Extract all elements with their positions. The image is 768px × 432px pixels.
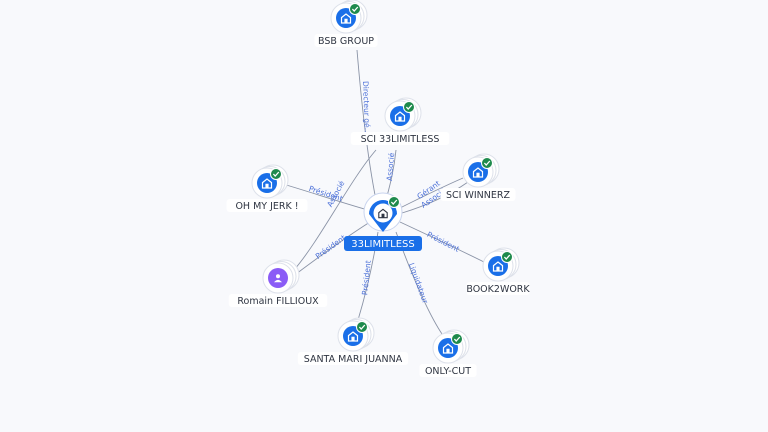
person-icon bbox=[274, 274, 282, 283]
nodes-layer: BSB GROUP SCI 33LIMITLESS OH MY JERK ! SCI … bbox=[226, 0, 530, 377]
verified-badge-icon bbox=[403, 101, 415, 113]
node-label: SANTA MARI JUANNA bbox=[304, 354, 403, 365]
node-label: OH MY JERK ! bbox=[235, 201, 298, 212]
node-santa[interactable]: SANTA MARI JUANNA bbox=[297, 317, 409, 365]
node-label-bg bbox=[297, 352, 409, 365]
company-icon bbox=[472, 167, 484, 178]
node-label-bg bbox=[350, 132, 450, 145]
node-label-bg bbox=[228, 294, 328, 307]
node-label-bg bbox=[440, 188, 516, 201]
node-label: SCI 33LIMITLESS bbox=[361, 134, 440, 145]
verified-badge-icon bbox=[356, 321, 368, 333]
verified-badge-icon bbox=[451, 333, 463, 345]
node-sci33[interactable]: SCI 33LIMITLESS bbox=[350, 97, 450, 145]
node-bsb[interactable]: BSB GROUP bbox=[314, 0, 378, 47]
node-winnerz[interactable]: SCI WINNERZ bbox=[440, 153, 516, 201]
node-book2work[interactable]: BOOK2WORK bbox=[466, 247, 530, 295]
company-icon bbox=[347, 331, 359, 342]
edges-layer bbox=[282, 49, 485, 335]
company-icon bbox=[261, 178, 273, 189]
verified-badge-icon bbox=[349, 3, 361, 15]
edge-ohmy-center bbox=[282, 183, 369, 211]
verified-badge-icon bbox=[388, 196, 400, 208]
edge-winnerz-center bbox=[401, 181, 469, 214]
edge-romain-sci33 bbox=[293, 149, 377, 271]
edge-label: Associé bbox=[385, 152, 396, 181]
node-label-bg bbox=[419, 364, 477, 377]
company-icon bbox=[442, 343, 454, 354]
node-onlycut[interactable]: ONLY-CUT bbox=[419, 329, 477, 377]
edge-label: Liquidateur bbox=[407, 262, 430, 306]
company-icon bbox=[378, 208, 388, 219]
center-label-bg bbox=[344, 236, 422, 251]
node-label: BSB GROUP bbox=[318, 36, 374, 47]
company-icon bbox=[340, 13, 352, 24]
node-label: ONLY-CUT bbox=[425, 366, 471, 377]
company-icon bbox=[394, 111, 406, 122]
edge-label: Président bbox=[426, 230, 461, 254]
node-label: BOOK2WORK bbox=[466, 284, 530, 295]
node-romain[interactable]: Romain FILLIOUX bbox=[228, 259, 328, 307]
verified-badge-icon bbox=[270, 168, 282, 180]
edge-winnerz-center bbox=[399, 177, 464, 209]
node-label-bg bbox=[226, 199, 308, 212]
edge-center-book2work bbox=[399, 221, 485, 263]
center-node[interactable]: 33LIMITLESS bbox=[344, 192, 422, 251]
edge-romain-center bbox=[295, 221, 371, 275]
center-label: 33LIMITLESS bbox=[351, 239, 415, 250]
verified-badge-icon bbox=[501, 251, 513, 263]
company-icon bbox=[492, 261, 504, 272]
node-label: SCI WINNERZ bbox=[446, 190, 510, 201]
node-ohmy[interactable]: OH MY JERK ! bbox=[226, 164, 308, 212]
node-label-bg bbox=[466, 282, 530, 295]
edge-label: Président bbox=[360, 260, 373, 296]
node-label-bg bbox=[314, 34, 378, 47]
node-label: Romain FILLIOUX bbox=[237, 296, 319, 307]
edge-label: Président bbox=[314, 233, 348, 261]
edge-label: Directeur gé... bbox=[361, 81, 372, 135]
verified-badge-icon bbox=[481, 157, 493, 169]
